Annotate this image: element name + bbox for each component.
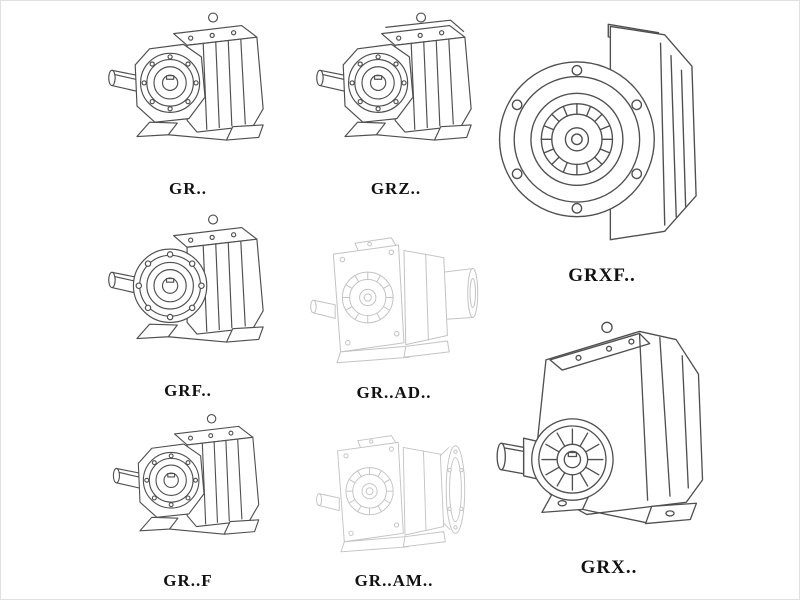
catalog-cell-grx: GRX.. [487, 301, 731, 597]
model-label-gr-ad: GR..AD.. [356, 383, 432, 402]
grf-gear-unit-drawing [89, 207, 287, 377]
model-label-gr-am: GR..AM.. [354, 571, 434, 590]
catalog-cell-gr: GR.. [89, 5, 287, 203]
gr-f-gear-unit-drawing [89, 407, 287, 567]
catalog-cell-grz: GRZ.. [297, 5, 495, 203]
model-label-grx: GRX.. [580, 557, 638, 578]
grxf-gear-unit-drawing [498, 23, 697, 241]
catalog-cell-gr-ad: GR..AD.. [287, 207, 501, 405]
catalog-cell-grxf: GRXF.. [487, 3, 717, 299]
gr-ad-gear-unit-phantom-drawing [289, 207, 499, 379]
grx-gear-unit-drawing [496, 321, 704, 525]
model-label-gr-f: GR..F [163, 571, 213, 590]
model-label-grxf: GRXF.. [568, 265, 636, 286]
catalog-cell-gr-am: GR..AM.. [287, 407, 501, 597]
gr-am-gear-unit-phantom-drawing [289, 407, 499, 567]
catalog-cell-grf: GRF.. [89, 207, 287, 405]
gr-gear-unit-drawing [89, 5, 287, 175]
model-label-gr: GR.. [169, 179, 207, 198]
catalog-cell-gr-f: GR..F [89, 407, 287, 597]
model-label-grz: GRZ.. [370, 179, 422, 198]
model-label-grf: GRF.. [164, 381, 212, 400]
grz-gear-unit-drawing [297, 5, 495, 175]
